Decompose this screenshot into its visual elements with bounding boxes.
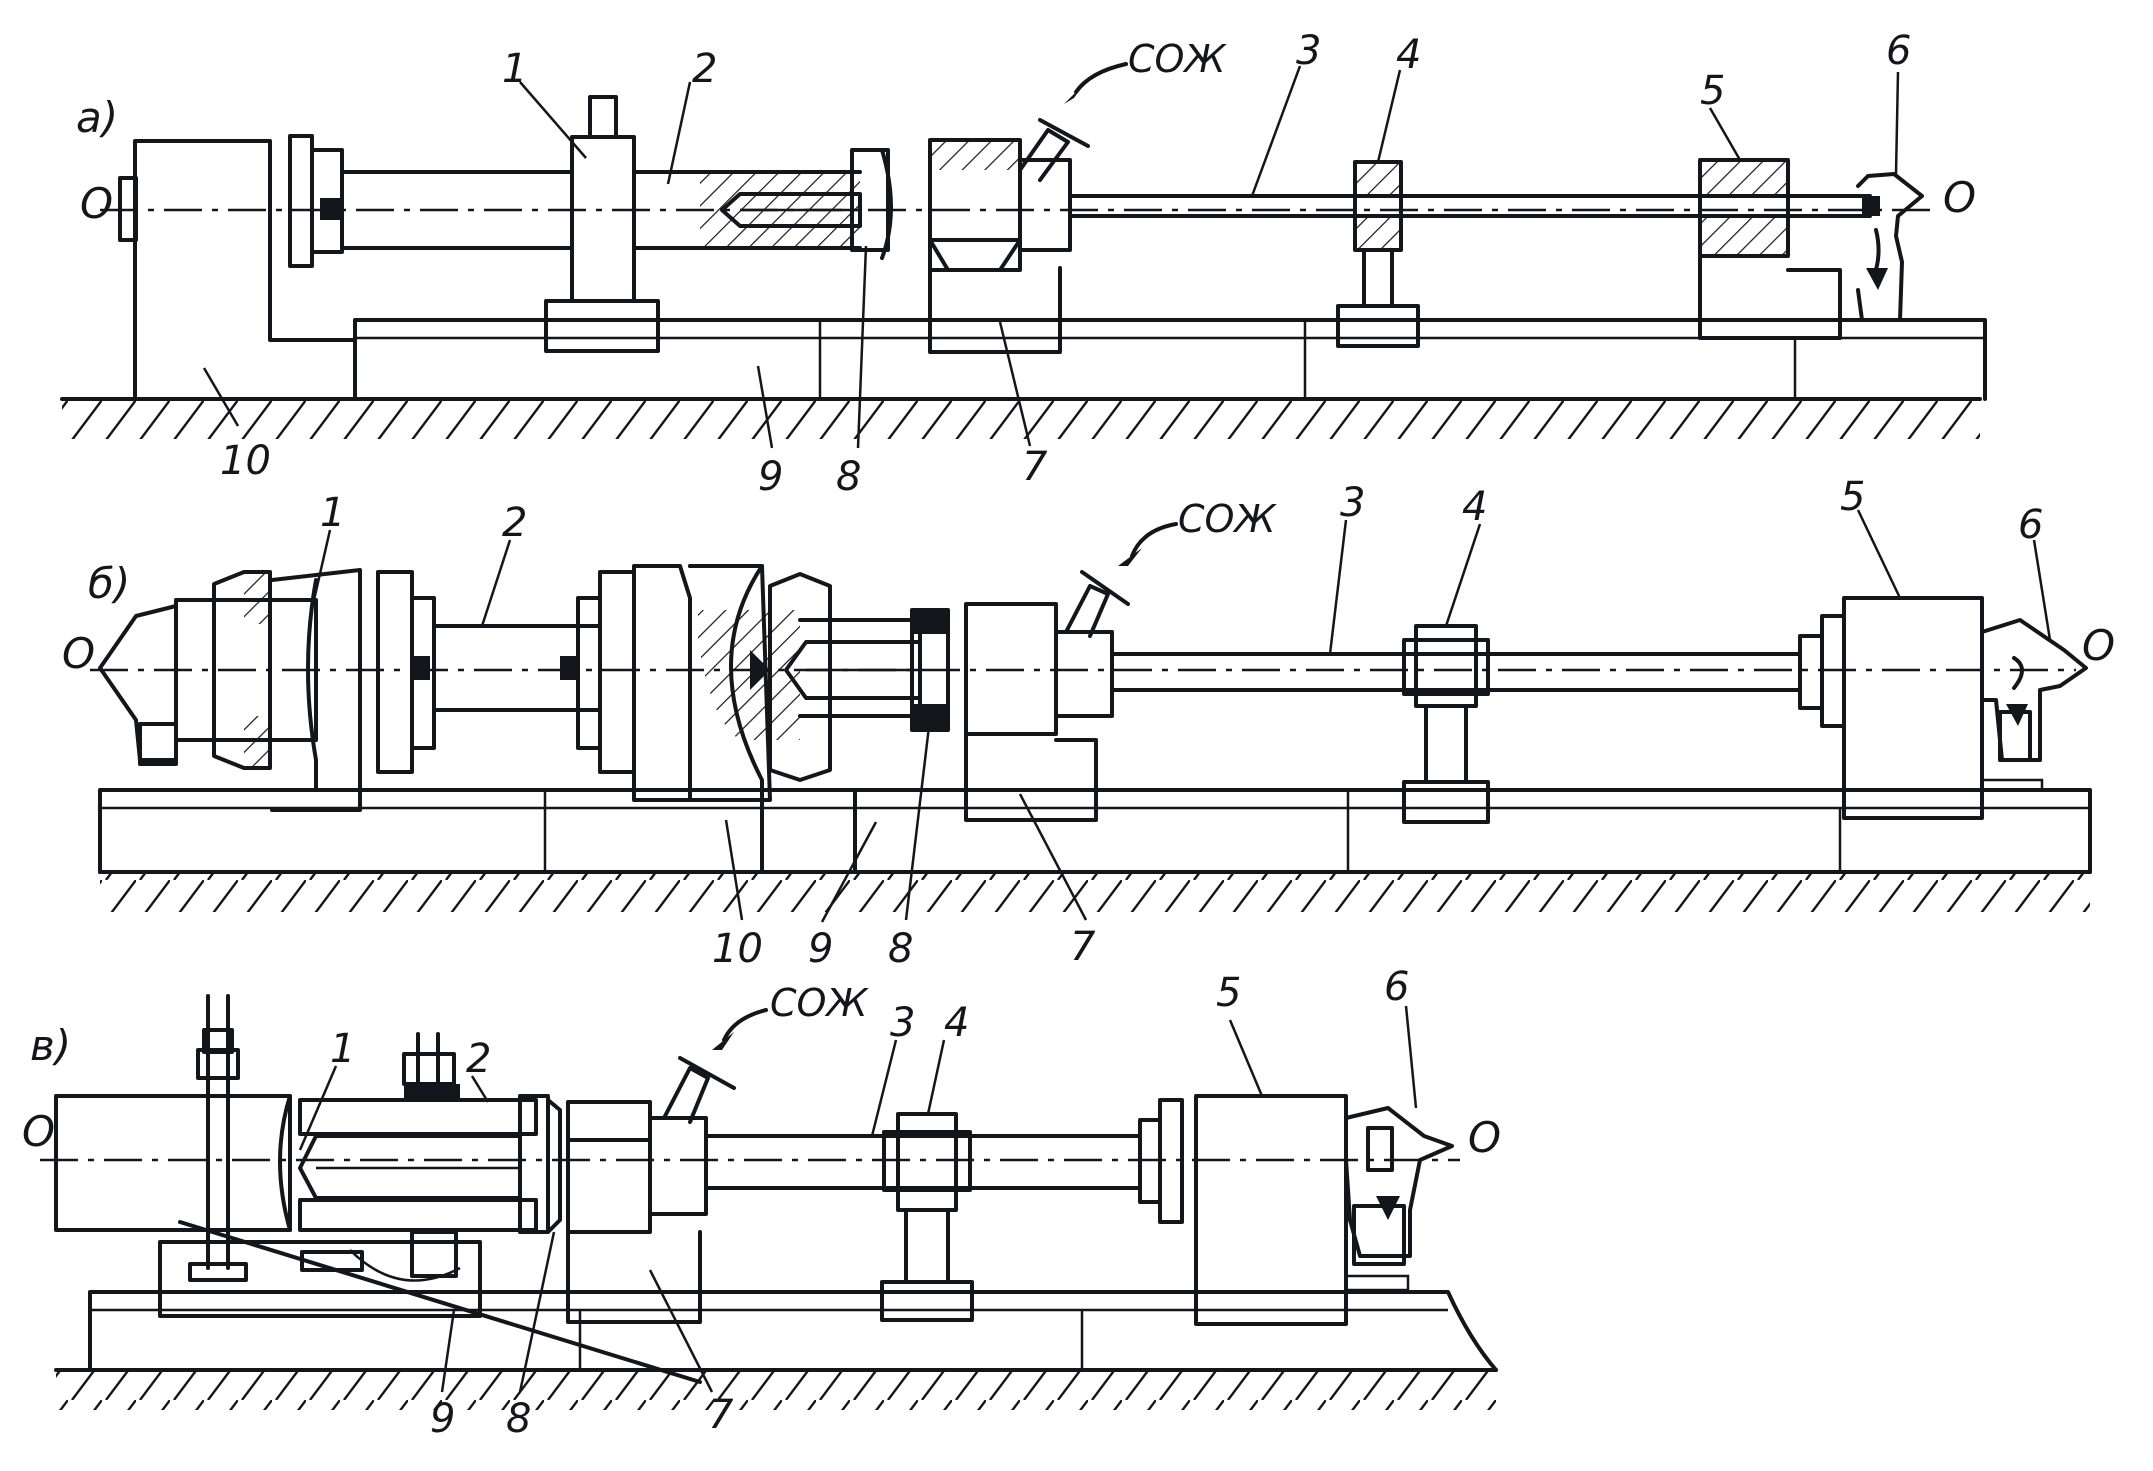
panel-a-bed bbox=[353, 318, 1987, 401]
panel-b-guide-head bbox=[964, 570, 1130, 822]
panel-c-callout-4: 4 bbox=[944, 1000, 969, 1046]
panel-b-left-center bbox=[98, 604, 178, 766]
panel-b-callout-6: 6 bbox=[2018, 502, 2043, 548]
panel-c-seal bbox=[546, 1098, 562, 1234]
panel-a-callout-5: 5 bbox=[1700, 68, 1725, 114]
panel-a-coolant-arrow bbox=[1064, 62, 1128, 104]
panel-c-coolant-label: СОЖ bbox=[770, 981, 869, 1025]
panel-a-callout-9: 9 bbox=[758, 454, 783, 500]
panel-c-coolant-arrow bbox=[712, 1008, 768, 1050]
panel-b-left-chuck bbox=[174, 568, 436, 812]
panel-b-label: б) bbox=[88, 559, 130, 608]
panel-c-clamps bbox=[188, 994, 460, 1282]
panel-c-floor bbox=[54, 1368, 1498, 1410]
panel-c-fixture-base bbox=[158, 1220, 702, 1384]
panel-b-axis-label-right: О bbox=[2082, 621, 2115, 670]
panel-b-callout-1: 1 bbox=[320, 490, 345, 536]
panel-a-axis-label-left: О bbox=[80, 179, 113, 228]
panel-b: б) О О СОЖ bbox=[62, 474, 2115, 972]
panel-c-callout-1: 1 bbox=[330, 1026, 355, 1072]
panel-c-callout-5: 5 bbox=[1216, 970, 1241, 1016]
panel-a-cutting-tool bbox=[1856, 172, 1924, 322]
panel-a-callout-1: 1 bbox=[502, 46, 527, 92]
panel-c-axis-label-right: О bbox=[1468, 1113, 1501, 1162]
panel-a-callout-4: 4 bbox=[1396, 32, 1421, 78]
panel-a-callout-3: 3 bbox=[1296, 28, 1321, 74]
panel-a-callout-6: 6 bbox=[1886, 28, 1911, 74]
panel-c-callout-8: 8 bbox=[506, 1396, 531, 1442]
panel-b-callout-5: 5 bbox=[1840, 474, 1865, 520]
panel-b-callout-3: 3 bbox=[1340, 480, 1365, 526]
panel-c-callout-9: 9 bbox=[430, 1396, 455, 1442]
panel-c-callouts: 1 2 3 4 5 6 7 8 9 bbox=[330, 964, 1409, 1442]
panel-b-headstock bbox=[632, 564, 832, 874]
panel-b-callout-9: 9 bbox=[808, 926, 833, 972]
panel-c-callout-3: 3 bbox=[890, 1000, 915, 1046]
panel-a-label: а) bbox=[76, 93, 118, 142]
panel-a-headstock-base bbox=[118, 139, 357, 401]
panel-b-axis-label-left: О bbox=[62, 629, 95, 678]
panel-c-bed bbox=[88, 1290, 1498, 1372]
panel-b-leaders bbox=[312, 509, 2052, 923]
panel-c-workpiece bbox=[54, 1094, 550, 1234]
panel-a-callout-2: 2 bbox=[692, 46, 717, 92]
panel-c: в) О О СОЖ bbox=[22, 964, 1501, 1442]
panel-c-leaders bbox=[298, 1005, 1418, 1393]
panel-a-seal bbox=[850, 148, 893, 260]
panel-a-workpiece bbox=[632, 170, 862, 250]
panel-a-callouts: 1 2 3 4 5 6 7 8 9 10 bbox=[220, 28, 1911, 500]
panel-b-callouts: 1 2 3 4 5 6 7 8 9 10 bbox=[320, 474, 2043, 972]
panel-b-callout-7: 7 bbox=[1070, 924, 1096, 970]
panel-a: а) О О СОЖ bbox=[60, 28, 1987, 500]
panel-b-floor bbox=[98, 870, 2092, 912]
panel-b-boring-bar bbox=[1110, 652, 1802, 692]
panel-a-callout-8: 8 bbox=[836, 454, 861, 500]
panel-a-workpiece-support bbox=[544, 95, 660, 353]
panel-b-callout-8: 8 bbox=[888, 926, 913, 972]
panel-c-steady-rest bbox=[880, 1112, 974, 1322]
panel-b-coolant-label: СОЖ bbox=[1178, 497, 1277, 541]
panel-a-coolant-label: СОЖ bbox=[1128, 37, 1227, 81]
panel-b-cutting-tool bbox=[1980, 618, 2088, 792]
panel-c-guide-head bbox=[566, 1056, 736, 1324]
panel-c-label: в) bbox=[30, 1021, 71, 1070]
panel-c-callout-6: 6 bbox=[1384, 964, 1409, 1010]
panel-b-callout-10: 10 bbox=[712, 926, 763, 972]
panel-a-guide-head bbox=[928, 118, 1090, 354]
panel-a-callout-7: 7 bbox=[1022, 444, 1048, 490]
panel-a-bar-support bbox=[1698, 158, 1842, 340]
panel-a-callout-10: 10 bbox=[220, 438, 271, 484]
panel-b-coolant-arrow bbox=[1118, 522, 1178, 566]
panel-a-boring-bar bbox=[1068, 194, 1872, 218]
panel-a-leaders bbox=[202, 65, 1900, 449]
panel-c-cutting-tool bbox=[1344, 1106, 1454, 1292]
panel-c-callout-7: 7 bbox=[708, 1392, 734, 1438]
panel-c-bar-support bbox=[1194, 1094, 1348, 1326]
panel-a-faceplate bbox=[288, 134, 572, 268]
panel-c-boring-bar bbox=[704, 1134, 1142, 1190]
panel-c-axis-label-left: О bbox=[22, 1107, 55, 1156]
panel-b-workpiece bbox=[410, 570, 636, 774]
panel-b-bed bbox=[98, 788, 2092, 874]
panel-a-axis-label-right: О bbox=[1943, 173, 1976, 222]
panel-c-callout-2: 2 bbox=[466, 1036, 491, 1082]
panel-b-bar-support bbox=[1842, 596, 1984, 820]
panel-b-callout-4: 4 bbox=[1462, 484, 1487, 530]
panel-b-callout-2: 2 bbox=[502, 500, 527, 546]
